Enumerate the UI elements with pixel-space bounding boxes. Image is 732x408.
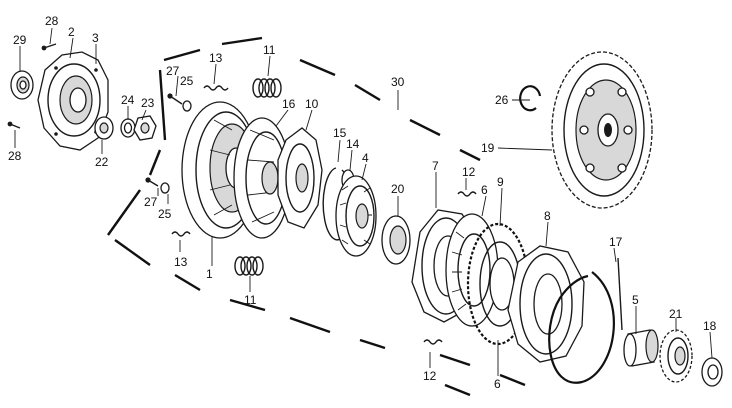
part-8-steel-plate — [507, 245, 585, 363]
label-8: 8 — [544, 209, 551, 223]
label-14: 14 — [346, 137, 360, 151]
label-6-top: 6 — [481, 183, 488, 197]
label-29: 29 — [13, 33, 27, 47]
part-24-ring — [120, 118, 136, 138]
part-29-bearing — [10, 70, 34, 100]
part-23-nut — [133, 115, 157, 141]
label-25-top: 25 — [180, 74, 194, 88]
label-25-bottom: 25 — [158, 207, 172, 221]
label-1: 1 — [206, 267, 213, 281]
part-12-spring-bottom — [423, 339, 443, 345]
label-27-bottom: 27 — [144, 195, 158, 209]
part-19-driven-gear — [551, 51, 653, 209]
label-7: 7 — [432, 159, 439, 173]
label-18: 18 — [703, 319, 717, 333]
label-3: 3 — [92, 31, 99, 45]
label-30: 30 — [391, 75, 405, 89]
label-9: 9 — [497, 175, 504, 189]
label-13-top: 13 — [209, 51, 223, 65]
part-27-25-bottom — [145, 177, 170, 194]
part-16-clutch-center — [233, 117, 291, 239]
label-23: 23 — [141, 96, 155, 110]
label-27-top: 27 — [166, 64, 180, 78]
part-5-sleeve — [623, 329, 659, 367]
part-17-wire-ring — [548, 257, 623, 384]
label-16: 16 — [282, 97, 296, 111]
label-5: 5 — [632, 293, 639, 307]
part-12-spring-top — [457, 191, 477, 197]
part-4-gear-hub — [335, 175, 377, 257]
label-28-bottom: 28 — [8, 149, 22, 163]
label-10: 10 — [305, 97, 319, 111]
label-15: 15 — [333, 126, 347, 140]
leader-lines — [14, 27, 713, 376]
label-12-bottom: 12 — [423, 369, 437, 383]
part-13-spring-top — [203, 85, 229, 91]
label-11-top: 11 — [263, 43, 276, 57]
part-28-pin-bottom — [7, 121, 21, 129]
part-6-friction-plate — [445, 213, 499, 327]
label-2: 2 — [68, 25, 75, 39]
label-20: 20 — [391, 182, 405, 196]
label-13-bottom: 13 — [174, 255, 188, 269]
label-26: 26 — [495, 93, 509, 107]
label-11-bottom: 11 — [244, 293, 257, 307]
label-12-top: 12 — [462, 165, 476, 179]
part-26-snap-ring — [519, 85, 542, 112]
part-22-washer — [94, 116, 114, 140]
part-11-spring-bottom — [234, 256, 264, 276]
label-22: 22 — [95, 155, 109, 169]
label-28-top: 28 — [45, 14, 59, 28]
label-4: 4 — [362, 151, 369, 165]
label-24: 24 — [121, 93, 135, 107]
part-11-spring-top — [252, 78, 282, 98]
label-6-bottom: 6 — [494, 377, 501, 391]
part-13-spring-bottom — [171, 231, 191, 237]
part-28-pin-top — [41, 43, 57, 51]
part-18-washer — [701, 357, 723, 387]
part-21-pinion-gear — [659, 329, 693, 383]
part-10-pressure-plate — [277, 127, 323, 229]
part-27-25-top — [167, 93, 192, 112]
label-17: 17 — [609, 235, 623, 249]
label-19: 19 — [481, 141, 495, 155]
label-21: 21 — [669, 307, 683, 321]
part-labels: 28 29 2 3 28 22 24 23 27 25 13 11 16 10 … — [8, 14, 717, 391]
part-20-bushing — [381, 215, 411, 265]
assembly-boundary — [107, 36, 526, 397]
